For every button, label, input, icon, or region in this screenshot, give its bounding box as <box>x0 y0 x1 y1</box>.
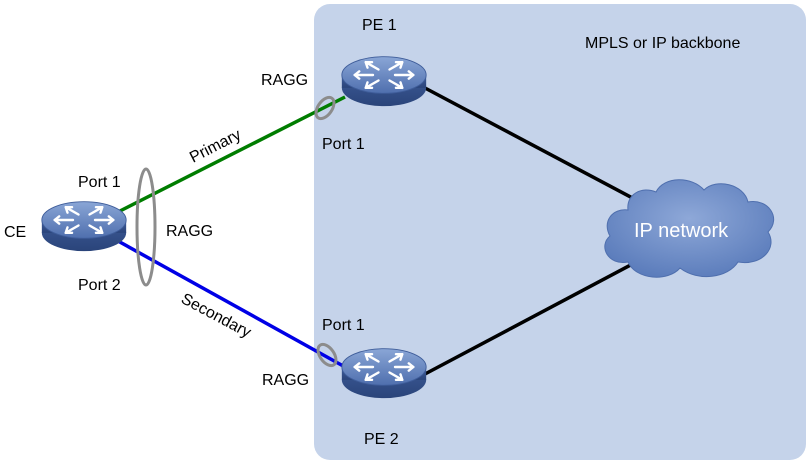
ce-label: CE <box>4 224 26 241</box>
primary-link <box>117 95 346 214</box>
ce-port2-label: Port 2 <box>78 277 121 294</box>
ce-port1-label: Port 1 <box>78 174 121 191</box>
secondary-label: Secondary <box>178 291 254 342</box>
pe2-label: PE 2 <box>364 431 399 448</box>
primary-label: Primary <box>187 126 244 166</box>
pe1-to-cloud-link <box>424 86 641 204</box>
pe1-label: PE 1 <box>362 17 397 34</box>
pe2-router[interactable] <box>340 347 428 400</box>
secondary-link <box>117 239 346 369</box>
ce-router[interactable] <box>40 200 128 253</box>
ce-ragg-ellipse <box>135 167 157 287</box>
backbone-region <box>314 4 806 460</box>
pe2-ragg-label: RAGG <box>262 372 309 389</box>
pe2-ragg-ellipse <box>316 342 338 368</box>
pe1-ragg-label: RAGG <box>261 72 308 89</box>
pe2-port1-label: Port 1 <box>322 317 365 334</box>
pe1-port1-label: Port 1 <box>322 136 365 153</box>
pe1-router[interactable] <box>340 55 428 108</box>
pe1-ragg-ellipse <box>314 95 336 121</box>
cloud-icon <box>604 179 774 278</box>
router-icon <box>340 347 428 400</box>
pe2-to-cloud-link <box>424 258 641 376</box>
router-icon <box>40 200 128 253</box>
router-icon <box>340 55 428 108</box>
cloud-label: IP network <box>634 220 729 242</box>
backbone-label: MPLS or IP backbone <box>585 35 740 52</box>
ce-ragg-label: RAGG <box>166 223 213 240</box>
